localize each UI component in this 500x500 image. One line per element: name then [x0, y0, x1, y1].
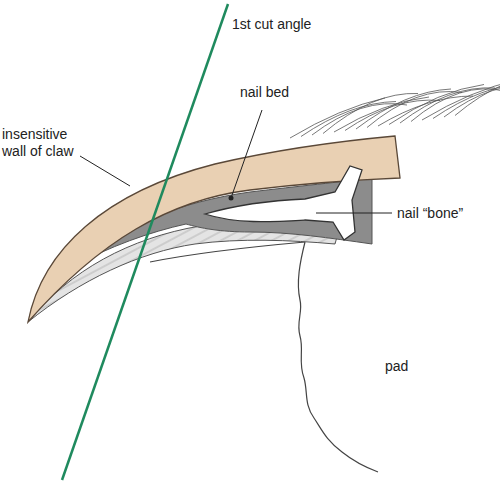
fur-stroke [433, 84, 500, 119]
fur-strokes [290, 75, 500, 138]
part-label: 1st cut angle [232, 16, 392, 33]
part-label: pad [385, 358, 445, 375]
fur-stroke [334, 97, 429, 132]
cut-line [62, 4, 228, 480]
fur-stroke [422, 80, 500, 120]
fur-stroke [345, 100, 440, 130]
part-label: insensitive wall of claw [2, 126, 94, 160]
part-label: nail “bone” [397, 205, 497, 222]
fur-stroke [301, 102, 396, 137]
pad-outline [298, 242, 378, 472]
leader-line [316, 213, 392, 214]
nail-bone [205, 166, 362, 240]
part-label: nail bed [240, 84, 340, 101]
fur-stroke [356, 89, 451, 129]
leader-line [231, 110, 262, 198]
fur-stroke [455, 75, 500, 115]
leader-dot [229, 196, 234, 201]
leader-line [80, 156, 130, 186]
claw-wall [28, 136, 400, 322]
